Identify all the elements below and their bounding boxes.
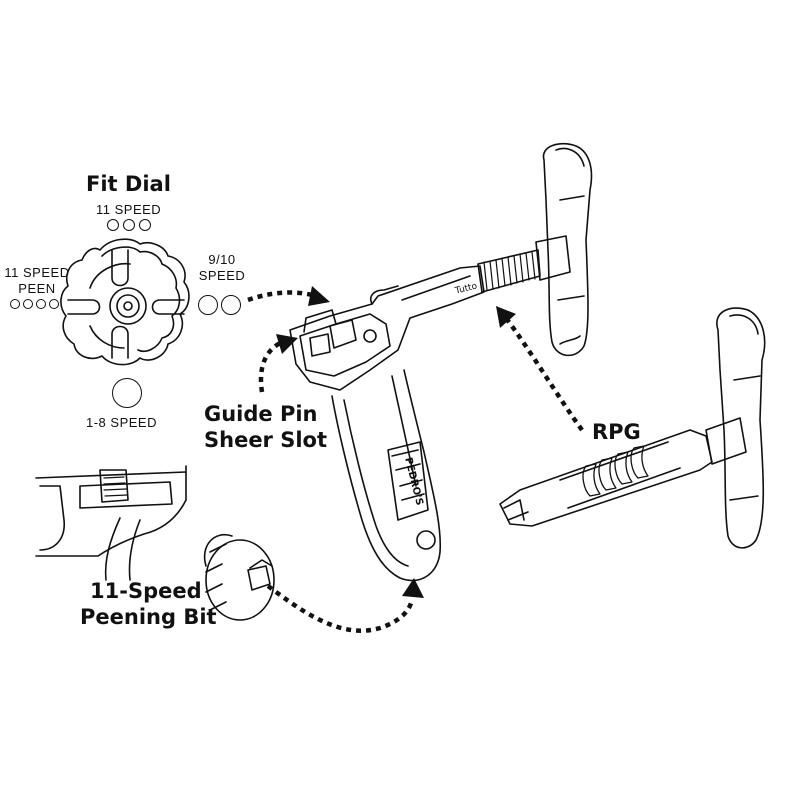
arrow-to-head [266, 584, 415, 633]
speed-circle [198, 295, 218, 315]
circles-9-10-speed [198, 295, 241, 315]
speed-circle [112, 378, 142, 408]
label-9-10-line2: SPEED [198, 268, 246, 283]
peening-bit-label-line2: Peening Bit [80, 605, 217, 629]
label-11-speed: 11 SPEED [96, 202, 162, 217]
arrowhead-guide [276, 334, 298, 354]
label-9-10-line1: 9/10 [208, 252, 236, 267]
tool-cutaway [35, 465, 187, 581]
speed-circle [221, 295, 241, 315]
chain-tool [289, 142, 593, 582]
arrow-to-dial-position [247, 290, 317, 303]
peening-bit [203, 533, 275, 621]
circles-11-speed-peen [10, 299, 59, 309]
speed-circle [36, 299, 46, 309]
fit-dial-title: Fit Dial [86, 172, 171, 196]
guide-pin-label-line1: Guide Pin [204, 402, 318, 426]
speed-circle [49, 299, 59, 309]
arrow-to-rpg [504, 316, 584, 432]
speed-circle [107, 219, 119, 231]
guide-pin-label-line2: Sheer Slot [204, 428, 328, 452]
arrow-to-guide-pin [258, 339, 284, 393]
rpg-tool [499, 307, 766, 549]
speed-circle [10, 299, 20, 309]
speed-circle [123, 219, 135, 231]
speed-circle [23, 299, 33, 309]
arrowhead-dial [308, 286, 330, 306]
speed-circle [139, 219, 151, 231]
rpg-label: RPG [592, 420, 641, 444]
arrowhead-rpg [496, 306, 516, 328]
label-11-speed-peen-line2: PEEN [18, 281, 56, 296]
label-11-speed-peen-line1: 11 SPEED [4, 265, 70, 280]
label-1-8-speed: 1-8 SPEED [86, 415, 157, 430]
arrowhead-head [402, 578, 424, 598]
peening-bit-label-line1: 11-Speed [90, 579, 202, 603]
circle-1-8-speed [112, 378, 142, 408]
fit-dial [60, 238, 190, 366]
circles-11-speed [107, 219, 151, 231]
